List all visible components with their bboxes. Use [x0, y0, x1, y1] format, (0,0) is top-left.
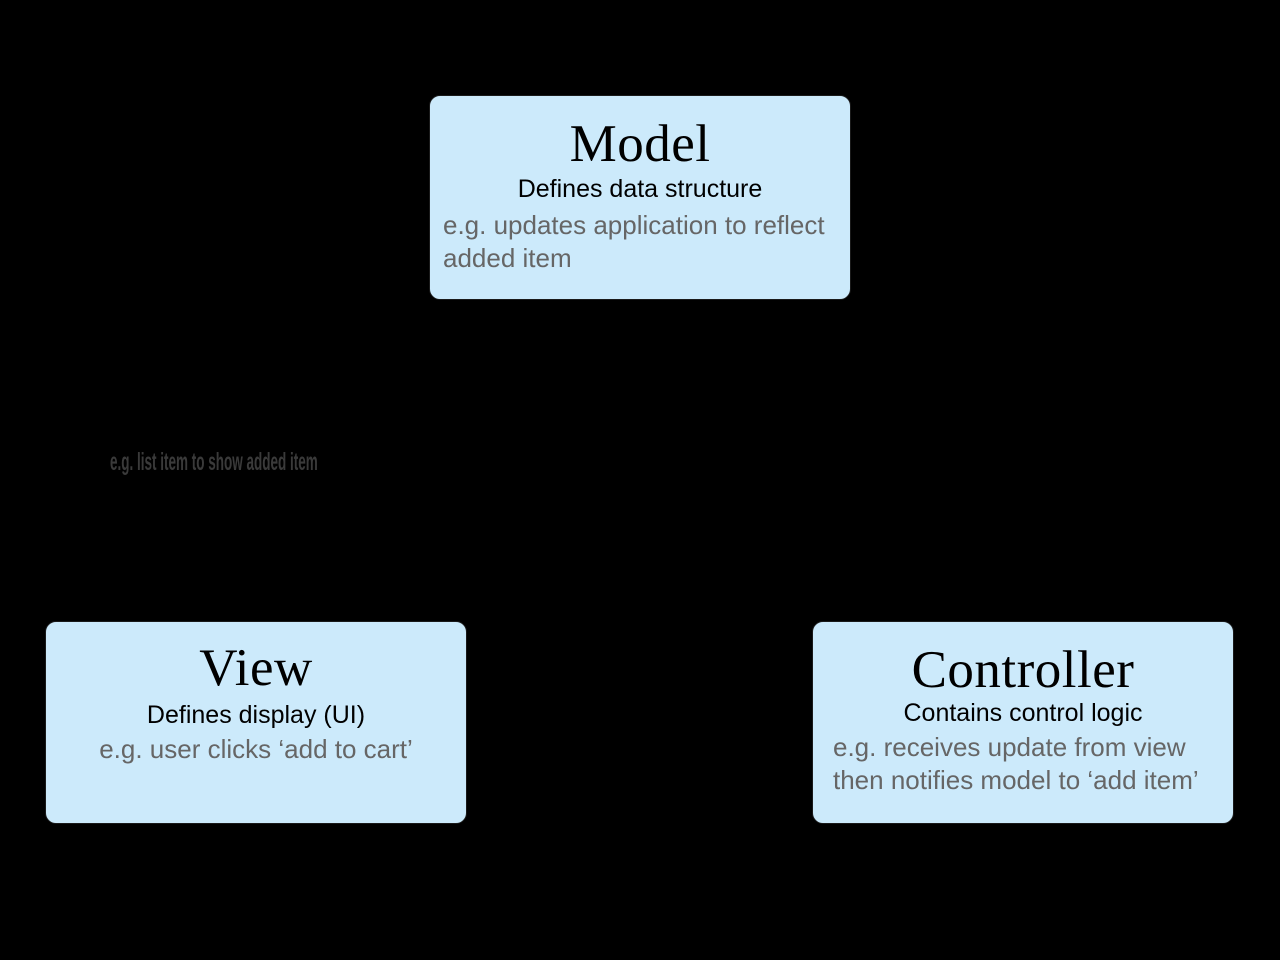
node-view-example: e.g. user clicks ‘add to cart’: [99, 734, 413, 764]
node-view-subtitle: Defines display (UI): [146, 701, 366, 729]
node-controller-subtitle: Contains control logic: [903, 699, 1143, 727]
node-controller-example: e.g. receives update from view then noti…: [833, 732, 1199, 796]
node-controller-title: Controller: [911, 641, 1135, 699]
node-model-title: Model: [569, 115, 711, 173]
node-model[interactable]: Model Defines data structure e.g. update…: [429, 95, 851, 300]
edge-label-model-to-view: e.g. list item to show added item: [110, 448, 318, 476]
node-model-subtitle: Defines data structure: [517, 175, 763, 203]
node-controller[interactable]: Controller Contains control logic e.g. r…: [812, 621, 1234, 824]
node-view[interactable]: View Defines display (UI) e.g. user clic…: [45, 621, 467, 824]
node-model-example: e.g. updates application to reflect adde…: [443, 210, 825, 274]
node-view-title: View: [199, 639, 313, 697]
